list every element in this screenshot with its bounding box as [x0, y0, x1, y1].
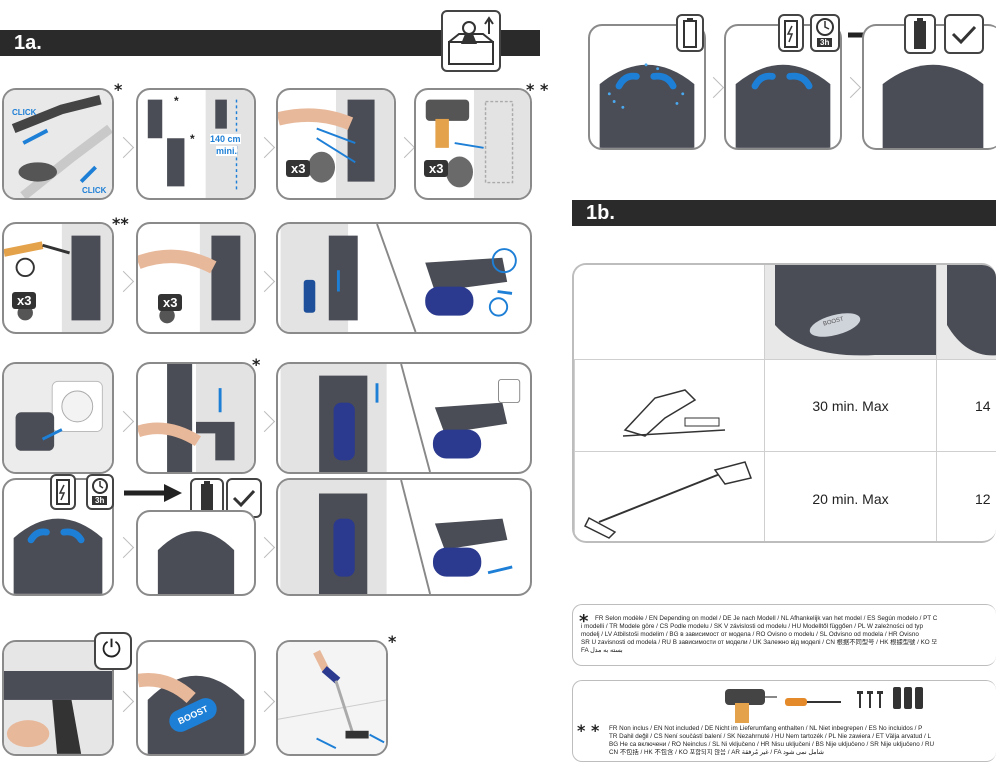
step-arrow — [254, 537, 275, 558]
footnote-marker-double: * * — [577, 721, 599, 740]
quantity-badge: x3 — [158, 294, 182, 311]
note-not-included: * * FR Non inclus / EN Not included / DE… — [572, 680, 996, 762]
step-hang-charger-cable — [276, 222, 532, 334]
table-cell: 14 — [936, 359, 996, 451]
step-arrow — [703, 77, 724, 98]
note-line: modelj / LV Atbilstoši modelim / BG в за… — [581, 631, 919, 639]
runtime-value: 30 min. Max — [812, 398, 888, 414]
step-mark-holes: x3 — [276, 88, 396, 200]
battery-full-icon — [904, 14, 936, 54]
runtime-table: BOOST 30 min. Max 14 20 min. Max 12 — [572, 263, 996, 543]
charge-time-label: 3h — [92, 496, 107, 505]
power-symbol: ⏻ — [102, 635, 121, 663]
step-arrow — [394, 137, 415, 158]
footnote-marker-single: * — [174, 94, 179, 108]
step-arrow — [254, 271, 275, 292]
step-arrow — [840, 77, 861, 98]
screwdriver-icon — [785, 695, 841, 709]
quantity-badge: x3 — [424, 160, 448, 177]
note-line: i modelli / TR Modele göre / CS Podle mo… — [581, 623, 923, 631]
table-header-boost-mode — [936, 265, 996, 359]
step-insert-plugs: x3 — [136, 222, 256, 334]
table-cell: 12 — [936, 451, 996, 543]
footnote-marker-single: * — [190, 132, 195, 146]
battery-charging-icon — [50, 474, 76, 510]
step-vacuum-floor — [276, 640, 388, 756]
wall-plugs-icon — [891, 685, 925, 713]
runtime-value: 12 — [975, 491, 991, 507]
power-icon: ⏻ — [94, 632, 132, 670]
section-title-1a: 1a. — [14, 32, 42, 54]
table-cell: 30 min. Max — [764, 359, 936, 451]
step-insert-charger-bracket — [136, 362, 256, 474]
quantity-badge: x3 — [286, 160, 310, 177]
table-row-handheld — [574, 359, 764, 451]
footnote-marker-double: * * — [526, 80, 548, 99]
step-screw-bracket: x3 — [2, 222, 114, 334]
step-dock-vacuum — [276, 362, 532, 474]
note-line: FR Non inclus / EN Not included / DE Nic… — [609, 725, 922, 733]
battery-empty-icon — [676, 14, 704, 52]
clock-icon: 3h — [810, 14, 840, 52]
table-cell: 20 min. Max — [764, 451, 936, 543]
clock-icon: 3h — [86, 474, 114, 510]
battery-charging-icon — [778, 14, 804, 52]
step-wall-height: 140 cm mini. * * — [136, 88, 256, 200]
charge-time-label: 3h — [817, 38, 832, 47]
note-line: TR Dahil değil / CS Není součástí balení… — [609, 733, 931, 741]
table-row-stick — [574, 451, 764, 543]
note-line: CN 不包括 / HK 不包含 / KO 포함되지 않음 / AR غير مُ… — [609, 749, 824, 757]
screws-icon — [855, 689, 885, 713]
step-arrow — [254, 137, 275, 158]
click-label: CLICK — [12, 108, 36, 117]
section-title-1b: 1b. — [586, 202, 615, 224]
step-plug-in-charger — [2, 362, 114, 474]
click-label: CLICK — [82, 186, 106, 195]
footnote-marker-double: ** — [112, 214, 129, 233]
note-line: FA بسته به مدل — [581, 647, 623, 655]
step-arrow — [113, 271, 134, 292]
note-line: SR U zavisnosti od modela / RU В зависим… — [581, 639, 937, 647]
arrow-right-icon — [124, 482, 184, 504]
step-drill-holes: x3 — [414, 88, 532, 200]
step-arrow — [113, 537, 134, 558]
step-remove-vacuum — [276, 478, 532, 596]
height-value: 140 cm — [210, 134, 241, 144]
step-arrow — [113, 137, 134, 158]
footnote-marker-single: * — [388, 632, 396, 651]
runtime-value: 20 min. Max — [812, 491, 888, 507]
runtime-value: 14 — [975, 398, 991, 414]
drill-icon — [721, 685, 777, 727]
step-attach-tube: CLICK CLICK — [2, 88, 114, 200]
step-press-boost: BOOST — [136, 640, 256, 756]
section-header-1b: 1b. — [572, 200, 996, 226]
step-arrow — [254, 691, 275, 712]
note-line: BG Не са включени / RO Neinclus / SL Ni … — [609, 741, 934, 749]
step-arrow — [113, 411, 134, 432]
step-charged — [136, 510, 256, 596]
quantity-badge: x3 — [12, 292, 36, 309]
table-header-normal-mode: BOOST — [764, 265, 936, 359]
step-arrow — [113, 691, 134, 712]
footnote-marker-single: * — [252, 355, 260, 374]
height-suffix: mini. — [216, 146, 237, 156]
checkmark-icon — [944, 14, 984, 54]
note-depending-on-model: * FR Selon modèle / EN Depending on mode… — [572, 604, 996, 666]
step-arrow — [254, 411, 275, 432]
table-header-empty — [574, 265, 764, 359]
note-line: FR Selon modèle / EN Depending on model … — [595, 615, 937, 623]
footnote-marker-single: * — [114, 80, 122, 99]
unbox-person-icon — [441, 10, 501, 72]
